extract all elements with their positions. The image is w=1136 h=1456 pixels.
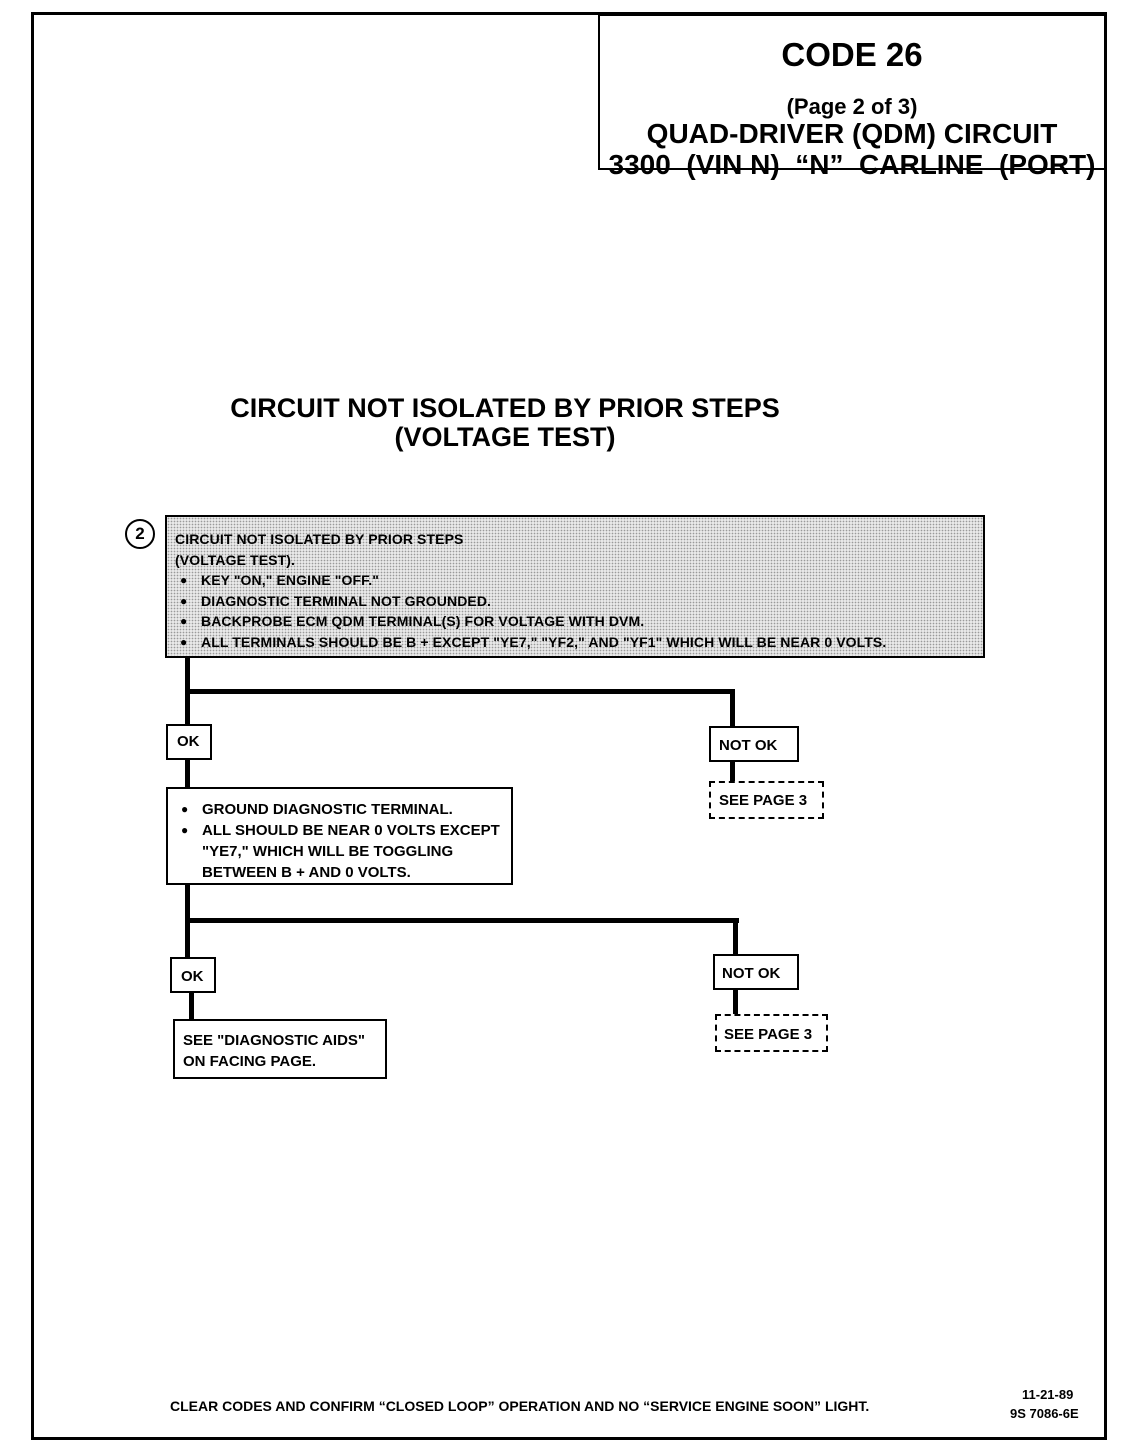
ok-label: OK: [181, 968, 204, 985]
step-bullet: ALL TERMINALS SHOULD BE B + EXCEPT "YE7,…: [175, 632, 975, 653]
step-2-box: CIRCUIT NOT ISOLATED BY PRIOR STEPS (VOL…: [165, 515, 985, 658]
not-ok-box: NOT OK: [713, 954, 799, 990]
footer-instruction: CLEAR CODES AND CONFIRM “CLOSED LOOP” OP…: [170, 1398, 870, 1414]
chart-heading-line1: CIRCUIT NOT ISOLATED BY PRIOR STEPS: [230, 393, 780, 423]
ground-continuation: BETWEEN B + AND 0 VOLTS.: [202, 864, 411, 881]
see-page-label: SEE PAGE 3: [724, 1026, 813, 1043]
connector-line: [185, 760, 190, 787]
step-text-line: (VOLTAGE TEST).: [175, 551, 295, 568]
connector-line: [189, 993, 194, 1019]
ok-box: OK: [166, 724, 212, 760]
chart-heading-line2: (VOLTAGE TEST): [394, 422, 616, 452]
not-ok-box: NOT OK: [709, 726, 799, 762]
document-number: 9S 7086-6E: [1010, 1406, 1079, 1421]
ok-label: OK: [177, 733, 200, 750]
connector-line: [185, 689, 735, 694]
not-ok-label: NOT OK: [719, 737, 778, 754]
connector-line: [185, 918, 739, 923]
diagnostic-aids-line: SEE "DIAGNOSTIC AIDS": [183, 1032, 366, 1049]
see-page-box: SEE PAGE 3: [715, 1014, 828, 1052]
see-page-box: SEE PAGE 3: [709, 781, 824, 819]
title-page-indicator: (Page 2 of 3): [786, 94, 918, 119]
step-bullet: KEY "ON," ENGINE "OFF.": [175, 570, 975, 591]
title-block: CODE 26 (Page 2 of 3) QUAD-DRIVER (QDM) …: [598, 14, 1106, 180]
title-engine-carline: 3300 (VIN N) “N” CARLINE (PORT): [608, 149, 1096, 180]
connector-line: [733, 918, 738, 954]
diagnostic-aids-box: SEE "DIAGNOSTIC AIDS" ON FACING PAGE.: [173, 1019, 387, 1079]
connector-line: [730, 689, 735, 726]
ground-continuation: "YE7," WHICH WILL BE TOGGLING: [202, 843, 454, 860]
connector-line: [730, 762, 735, 781]
ground-bullet: ALL SHOULD BE NEAR 0 VOLTS EXCEPT: [176, 820, 501, 841]
step-number-circle: 2: [125, 519, 155, 549]
connector-line: [733, 990, 738, 1014]
step-bullet: BACKPROBE ECM QDM TERMINAL(S) FOR VOLTAG…: [175, 611, 975, 632]
not-ok-label: NOT OK: [722, 965, 781, 982]
ground-bullet: GROUND DIAGNOSTIC TERMINAL.: [176, 799, 501, 820]
step-text-line: CIRCUIT NOT ISOLATED BY PRIOR STEPS: [175, 531, 464, 547]
revision-date: 11-21-89: [1022, 1387, 1074, 1402]
step-bullet: DIAGNOSTIC TERMINAL NOT GROUNDED.: [175, 591, 975, 612]
page-border: [31, 12, 1107, 1440]
diagnostic-aids-line: ON FACING PAGE.: [183, 1053, 317, 1070]
title-circuit-name: QUAD-DRIVER (QDM) CIRCUIT: [646, 118, 1058, 149]
see-page-label: SEE PAGE 3: [719, 792, 808, 809]
title-code: CODE 26: [781, 36, 923, 73]
ok-box: OK: [170, 957, 216, 993]
ground-terminal-box: GROUND DIAGNOSTIC TERMINAL. ALL SHOULD B…: [166, 787, 513, 885]
